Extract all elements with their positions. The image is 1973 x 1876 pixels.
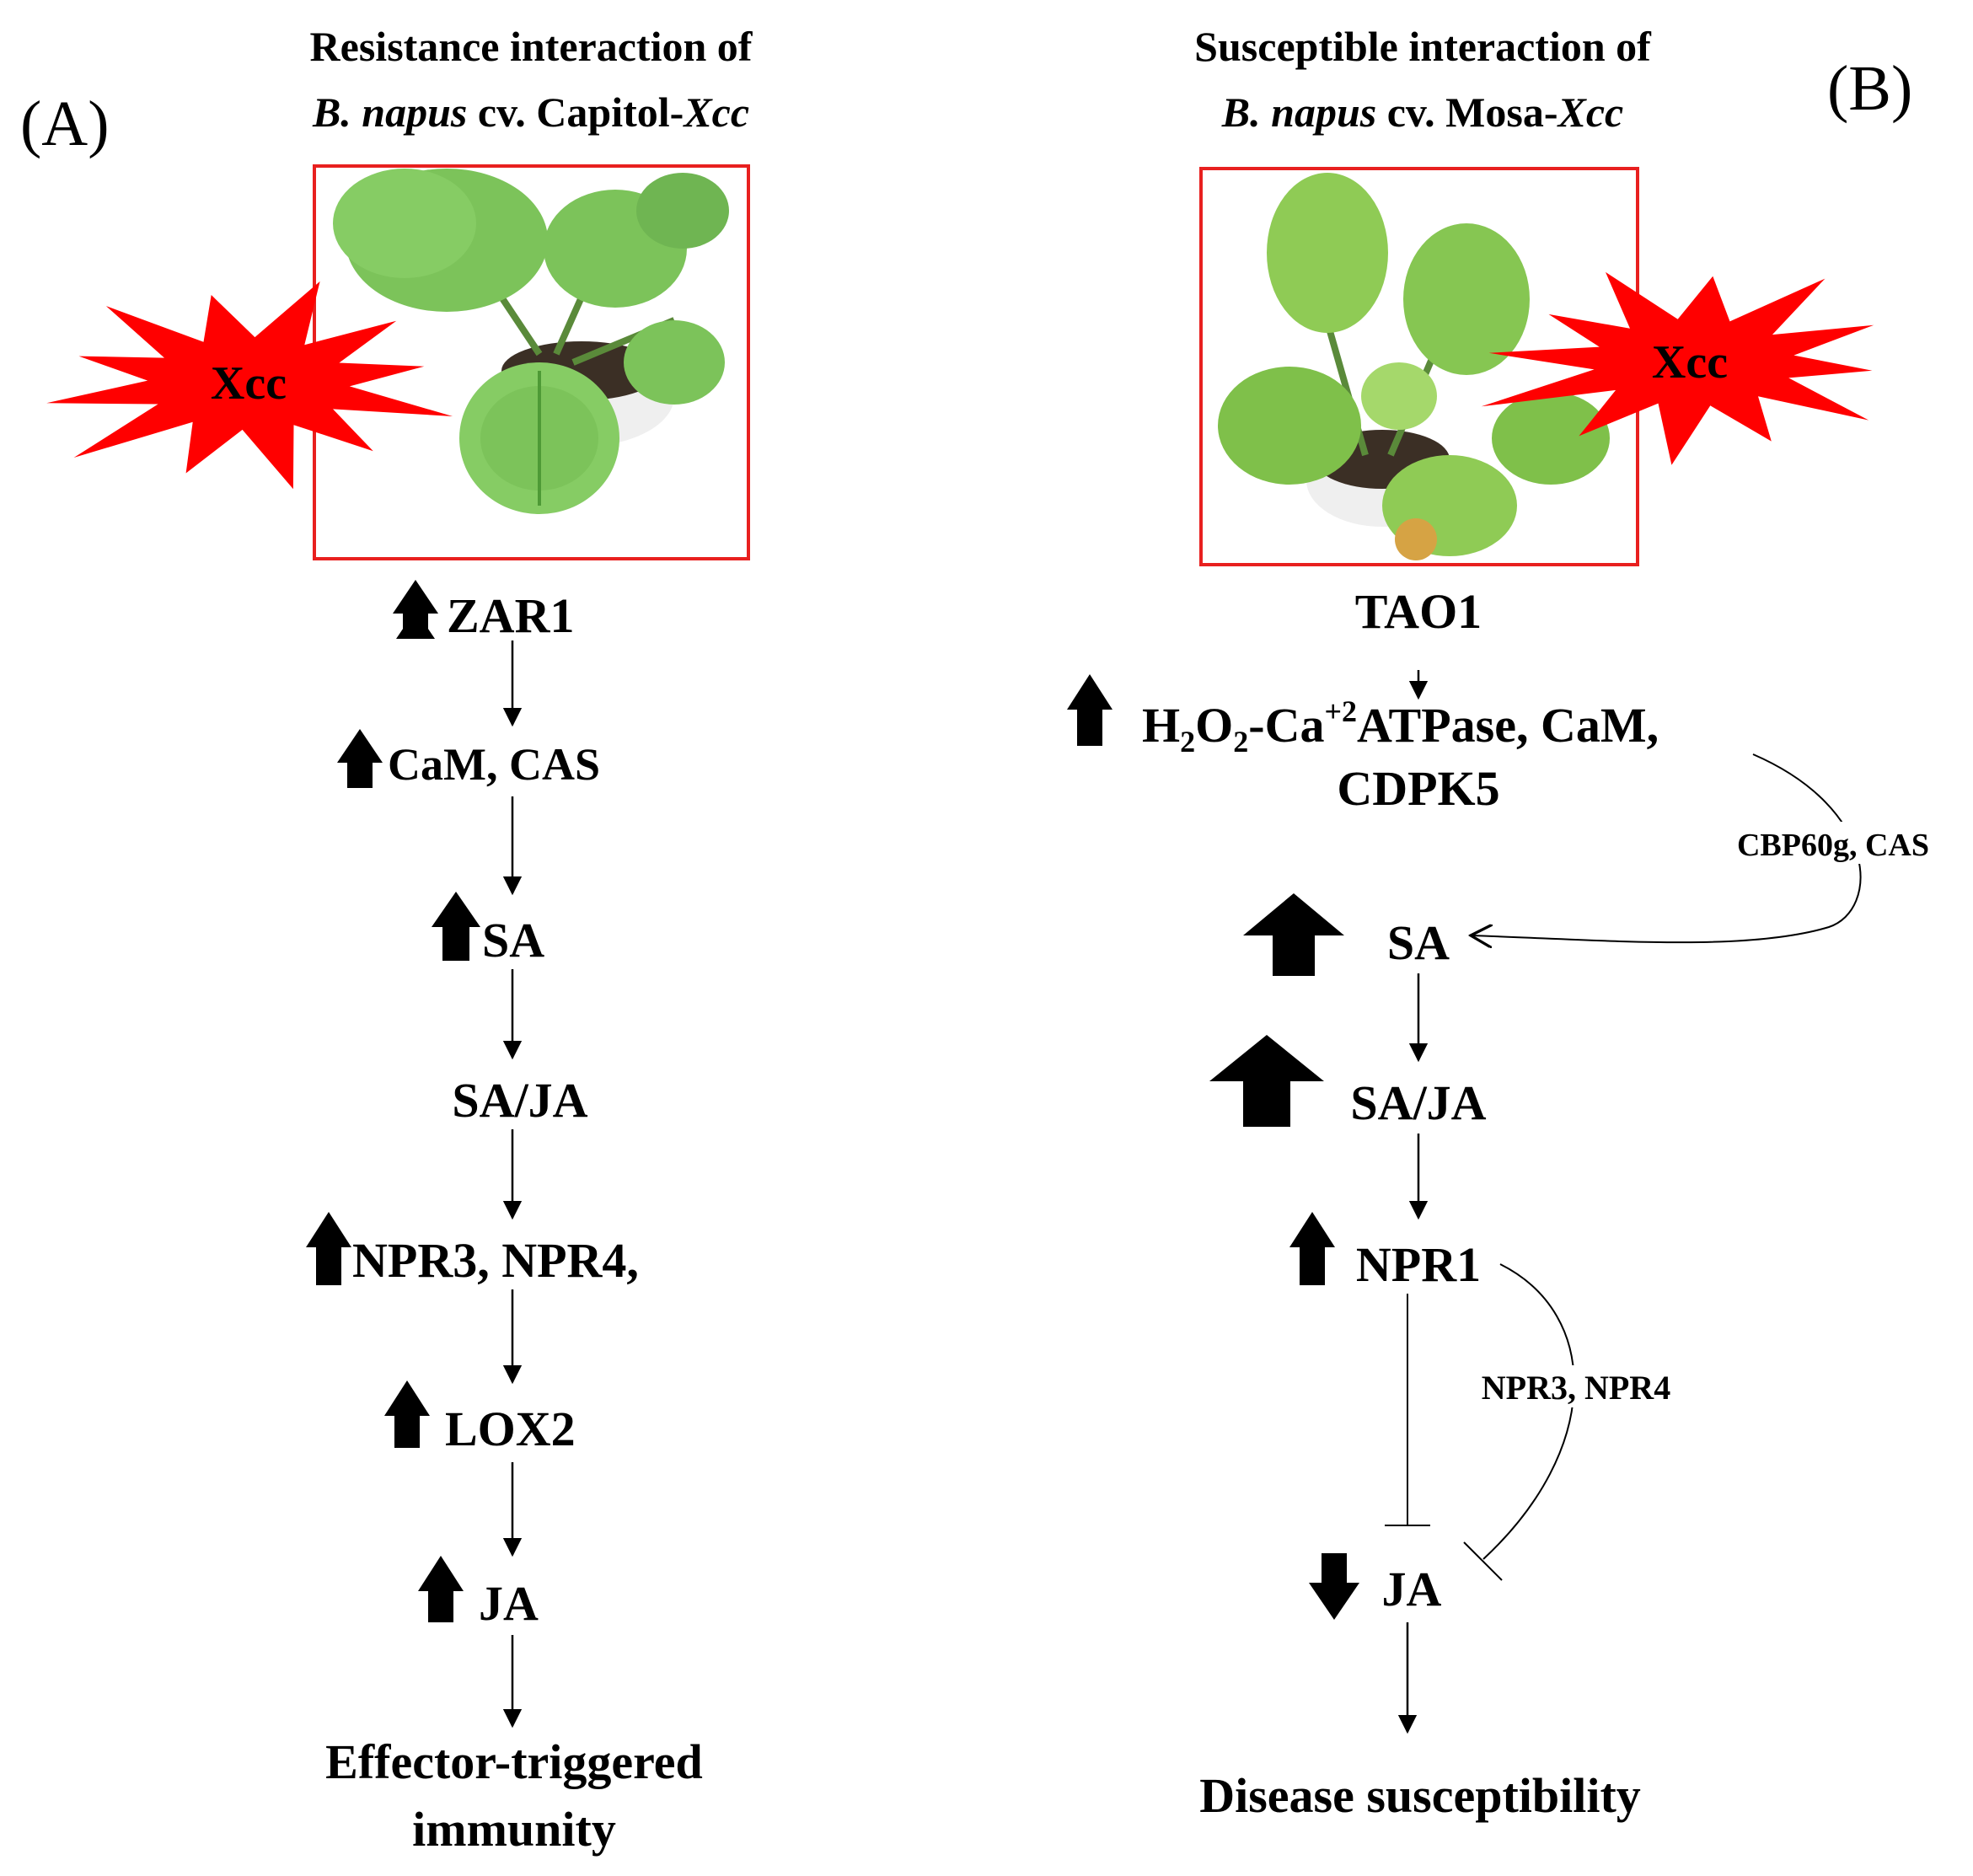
panel-b-title-cv: cv. Mosa-	[1376, 88, 1557, 136]
inhibition-bar	[1463, 1541, 1503, 1581]
panel-b-title-species: B. napus	[1221, 88, 1376, 136]
panel-a-node-zar1: ZAR1	[393, 580, 574, 643]
panel-a-node-cam-cas: CaM, CAS	[337, 729, 600, 790]
panel-b-title-line2: B. napus cv. Mosa-Xcc	[1221, 88, 1623, 136]
panel-b-h2o2-text: H2O2-Ca+2ATPase, CaM,	[1142, 694, 1659, 758]
panel-b-node-h2o2: H2O2-Ca+2ATPase, CaM, CDPK5	[1067, 674, 1659, 816]
panel-a-outcome-line1: Effector-triggered	[325, 1734, 703, 1789]
panel-a-title-line1: Resistance interaction of	[310, 23, 753, 70]
panel-a-npr34-text: NPR3, NPR4,	[352, 1233, 639, 1288]
panel-a-sa-ja-text: SA/JA	[452, 1073, 587, 1128]
panel-a-title-pathogen: Xcc	[682, 88, 749, 136]
up-arrow-icon	[1067, 674, 1112, 746]
curved-inhibition-line	[1482, 1263, 1575, 1560]
panel-a-node-lox2: LOX2	[384, 1380, 576, 1456]
panel-b-cbp60g-cas-label: CBP60g, CAS	[1737, 828, 1929, 863]
panel-b-xcc-label: Xcc	[1652, 336, 1728, 389]
panel-a-zar1-text: ZAR1	[447, 588, 574, 643]
up-arrow-icon	[432, 892, 480, 961]
panel-b-title-line1: Susceptible interaction of	[1194, 23, 1652, 70]
big-up-arrow-icon	[1209, 1035, 1324, 1127]
panel-b: (B) Susceptible interaction of B. napus …	[1067, 23, 1955, 1823]
panel-b-node-ja: JA	[1309, 1553, 1442, 1620]
panel-b-node-sa-ja: SA/JA	[1209, 1035, 1487, 1130]
up-arrow-icon	[393, 580, 438, 639]
panel-a-xcc-label: Xcc	[211, 357, 287, 410]
up-arrow-icon	[306, 1212, 351, 1285]
panel-b-outcome-text: Disease susceptibility	[1199, 1768, 1641, 1823]
panel-a-outcome-line2: immunity	[412, 1802, 616, 1857]
down-arrow-icon	[1309, 1553, 1359, 1620]
panel-a: (A) Resistance interaction of B. napus c…	[20, 23, 753, 1857]
panel-a-sa-text: SA	[482, 913, 544, 967]
big-up-arrow-icon	[1243, 893, 1344, 976]
panel-b-node-sa: SA	[1243, 893, 1450, 976]
up-arrow-icon	[337, 729, 383, 788]
up-arrow-icon	[418, 1556, 464, 1622]
panel-b-npr34-label: NPR3, NPR4	[1482, 1369, 1670, 1407]
panel-b-cdpk5-text: CDPK5	[1337, 761, 1499, 816]
panel-a-node-ja: JA	[418, 1556, 539, 1631]
panel-b-ja-text: JA	[1382, 1562, 1442, 1616]
panel-a-title-species: B. napus	[312, 88, 467, 136]
panel-b-tao1-text: TAO1	[1355, 584, 1482, 639]
panel-b-npr1-text: NPR1	[1356, 1237, 1481, 1292]
panel-a-node-npr34: NPR3, NPR4,	[306, 1212, 639, 1288]
side-label-bg	[1711, 822, 1955, 864]
panel-a-title-line2: B. napus cv. Capitol-Xcc	[312, 88, 749, 136]
side-label-bg	[1450, 1365, 1707, 1407]
panel-a-xcc-burst: Xcc	[46, 281, 453, 490]
panel-a-plant-photo	[314, 166, 748, 559]
panel-b-sa-text: SA	[1387, 915, 1450, 970]
panel-a-node-sa: SA	[432, 892, 544, 967]
panel-b-title-pathogen: Xcc	[1556, 88, 1623, 136]
panel-a-ja-text: JA	[479, 1576, 539, 1631]
panel-b-label: (B)	[1827, 53, 1912, 124]
panel-a-lox2-text: LOX2	[445, 1402, 576, 1456]
curved-flow-arrow	[1471, 753, 1862, 942]
panel-a-label: (A)	[20, 88, 110, 159]
panel-b-plant-photo	[1201, 169, 1638, 565]
up-arrow-icon	[1289, 1212, 1335, 1285]
panel-b-node-npr1: NPR1	[1289, 1212, 1481, 1292]
panel-a-title-cv: cv. Capitol-	[467, 88, 684, 136]
up-arrow-icon	[384, 1380, 430, 1448]
panel-b-sa-ja-text: SA/JA	[1350, 1075, 1486, 1130]
panel-b-xcc-burst: Xcc	[1481, 271, 1874, 465]
panel-a-cam-cas-text: CaM, CAS	[388, 739, 600, 790]
